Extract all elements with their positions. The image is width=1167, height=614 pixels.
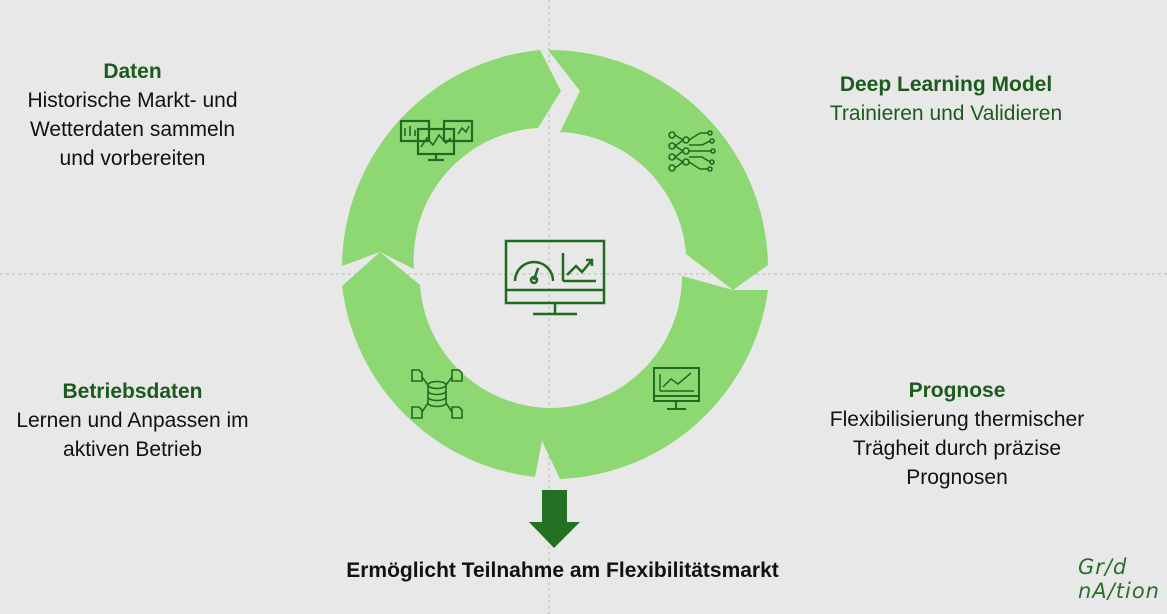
- label-deep-learning-title: Deep Learning Model: [839, 73, 1053, 96]
- down-arrow-icon: [529, 490, 580, 548]
- label-daten: Daten Historische Markt- und Wetterdaten…: [0, 57, 265, 173]
- label-prognose-body: Flexibilisierung thermischer Trägheit du…: [829, 408, 1085, 489]
- logo-line-1: Gr/d: [1078, 555, 1128, 579]
- label-daten-title: Daten: [103, 60, 162, 83]
- chart-monitor-icon: [653, 367, 700, 410]
- label-deep-learning: Deep Learning Model Trainieren und Valid…: [790, 70, 1102, 128]
- label-prognose: Prognose Flexibilisierung thermischer Tr…: [806, 376, 1108, 492]
- logo-line-2: nA/tion: [1078, 579, 1160, 603]
- monitors-icon: [399, 119, 474, 162]
- label-betriebsdaten: Betriebsdaten Lernen und Anpassen im akt…: [0, 377, 265, 464]
- ring-segment-top-left: [342, 50, 561, 269]
- database-icon: [411, 369, 463, 419]
- dashboard-monitor-icon: [504, 239, 606, 316]
- label-prognose-title: Prognose: [908, 379, 1006, 402]
- label-deep-learning-body: Trainieren und Validieren: [829, 102, 1063, 125]
- cycle-ring: [342, 49, 768, 479]
- label-daten-body: Historische Markt- und Wetterdaten samme…: [27, 89, 238, 170]
- ring-segment-top-right: [548, 49, 768, 291]
- label-betriebsdaten-title: Betriebsdaten: [62, 380, 203, 403]
- neural-network-icon: [668, 130, 716, 172]
- gridnation-logo: Gr/d nA/tion: [1078, 555, 1164, 603]
- bottom-caption: Ermöglicht Teilnahme am Flexibilitätsmar…: [346, 559, 779, 582]
- label-betriebsdaten-body: Lernen und Anpassen im aktiven Betrieb: [16, 409, 249, 461]
- ring-segment-bottom-left: [342, 252, 552, 477]
